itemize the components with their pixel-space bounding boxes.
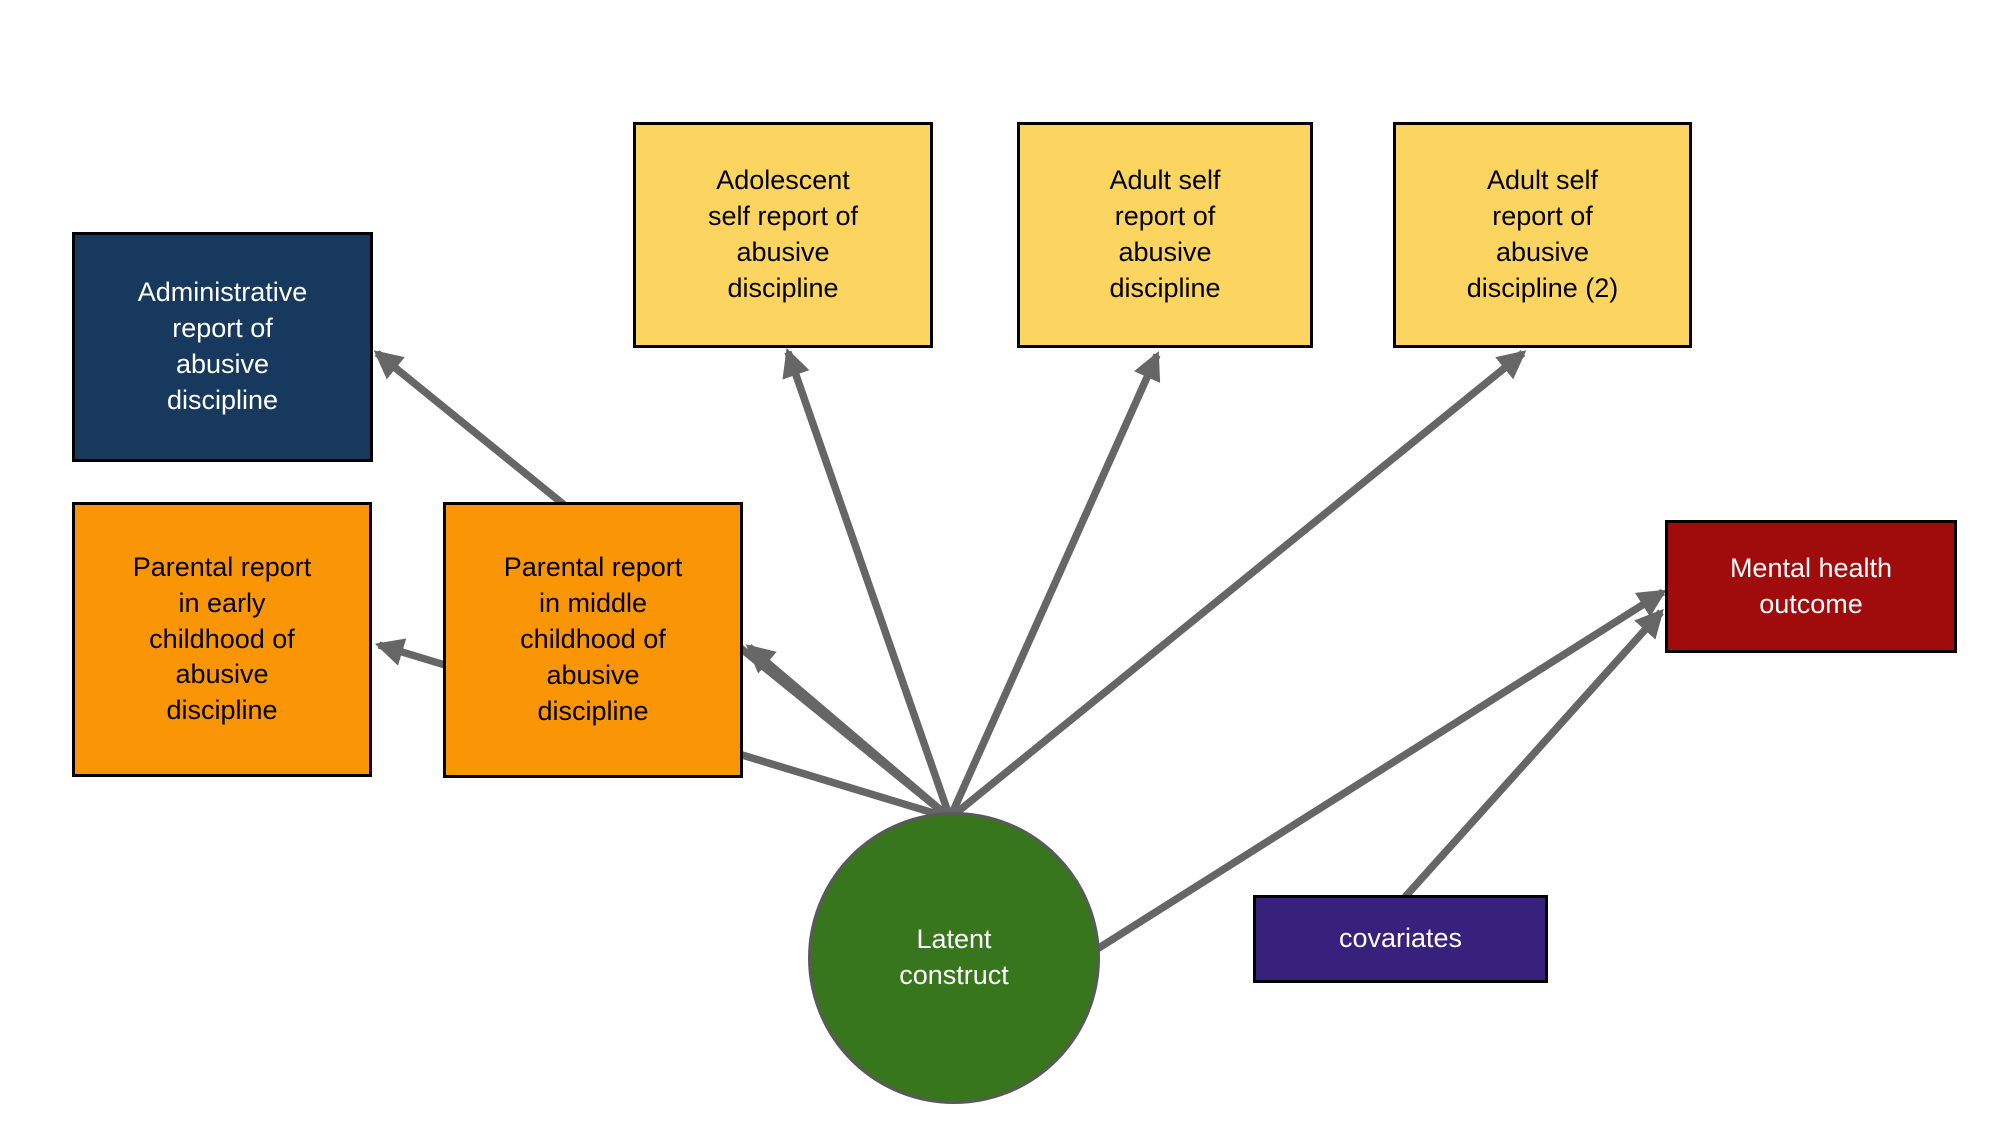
edge-latent-to-adult1 <box>946 351 1161 820</box>
node-administrative-report: Administrative report of abusive discipl… <box>72 232 373 462</box>
node-covariates: covariates <box>1253 895 1548 983</box>
node-parental-report-early-childhood-label: Parental report in early childhood of ab… <box>132 551 312 726</box>
edge-latent-to-mental <box>1072 588 1667 967</box>
node-adult-self-report-2-label: Adult self report of abusive discipline … <box>1466 165 1619 303</box>
node-adult-self-report-2: Adult self report of abusive discipline … <box>1393 122 1692 348</box>
node-covariates-label: covariates <box>1338 923 1463 954</box>
node-adult-self-report: Adult self report of abusive discipline <box>1017 122 1313 348</box>
node-latent-construct-label: Latent construct <box>899 924 1009 990</box>
node-administrative-report-label: Administrative report of abusive discipl… <box>137 277 308 415</box>
node-parental-report-early-childhood: Parental report in early childhood of ab… <box>72 502 372 777</box>
edge-latent-to-middle <box>745 644 953 821</box>
node-latent-construct: Latent construct <box>808 812 1100 1104</box>
node-parental-report-middle-childhood-label: Parental report in middle childhood of a… <box>503 552 683 726</box>
node-adolescent-self-report: Adolescent self report of abusive discip… <box>633 122 933 348</box>
edge-covariates-to-mental <box>1402 608 1664 900</box>
node-mental-health-outcome: Mental health outcome <box>1665 520 1957 653</box>
node-adult-self-report-label: Adult self report of abusive discipline <box>1109 165 1221 303</box>
node-parental-report-middle-childhood: Parental report in middle childhood of a… <box>443 502 743 778</box>
edge-latent-to-adult2 <box>947 350 1527 821</box>
node-mental-health-outcome-label: Mental health outcome <box>1729 552 1893 619</box>
edge-latent-to-adolescent <box>782 347 954 820</box>
node-adolescent-self-report-label: Adolescent self report of abusive discip… <box>707 165 859 303</box>
